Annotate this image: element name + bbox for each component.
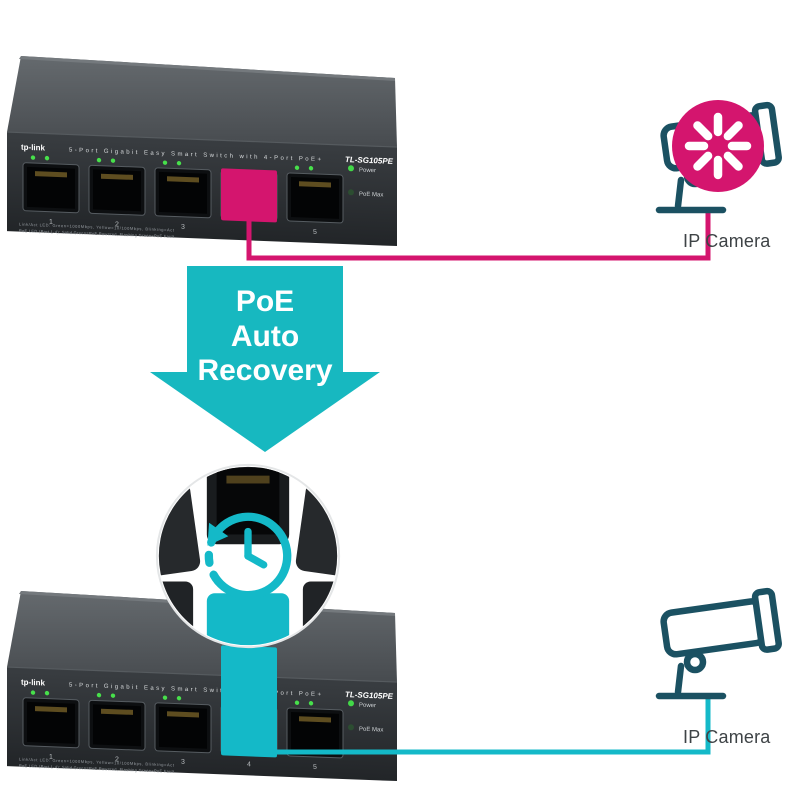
ethernet-port-3 xyxy=(154,167,212,219)
port-number-label: 5 xyxy=(313,764,317,771)
ethernet-port-2 xyxy=(88,164,146,216)
ip-camera-icon-top xyxy=(655,100,782,214)
ip-camera-label-bottom: IP Camera xyxy=(683,727,771,747)
port-number-label: 1 xyxy=(49,219,53,226)
ethernet-port-3 xyxy=(154,702,212,754)
auto-recovery-badge xyxy=(155,463,341,649)
camera-detail-dot xyxy=(683,650,707,674)
poe-max-label: PoE Max xyxy=(359,192,383,199)
switch-smallprint-1: Link/Act LED: Green=1000Mbps, Yellow=10/… xyxy=(19,222,175,233)
magnified-recovery-cover xyxy=(206,593,290,646)
port-number-label: 3 xyxy=(181,224,185,231)
port-link-leds xyxy=(30,690,314,706)
ip-camera-icon-bottom xyxy=(655,587,782,700)
switch-smallprint-2: PoE LED (Port 1-4): Solid Green=PoE Powe… xyxy=(19,763,175,774)
poe-cable-teal xyxy=(246,698,711,755)
camera-mount-post xyxy=(674,662,685,696)
switch-model: TL-SG105PE xyxy=(345,155,394,166)
power-led xyxy=(348,700,354,707)
switch-back-edge xyxy=(19,56,395,81)
switch-top-face xyxy=(7,56,397,147)
ethernet-port-1 xyxy=(22,697,80,749)
error-status-circle xyxy=(672,100,764,192)
camera-body xyxy=(660,598,768,658)
power-label: Power xyxy=(359,168,376,175)
ethernet-port-5 xyxy=(286,707,344,759)
port-number-label: 4 xyxy=(247,761,251,768)
network-switch-top: tp-link 5-Port Gigabit Easy Smart Switch… xyxy=(7,56,397,247)
poe-max-label: PoE Max xyxy=(359,727,383,734)
port-number-label: 2 xyxy=(115,221,119,228)
port-number-label: 1 xyxy=(49,754,53,761)
switch-smallprint-1: Link/Act LED: Green=1000Mbps, Yellow=10/… xyxy=(19,757,175,768)
switch-brand: tp-link xyxy=(21,678,46,688)
port-4-error-cover xyxy=(221,168,277,223)
poe-max-led xyxy=(348,724,354,731)
switch-model: TL-SG105PE xyxy=(345,690,394,701)
power-label: Power xyxy=(359,703,376,710)
arrow-text-line3: Recovery xyxy=(197,354,332,387)
switch-brand: tp-link xyxy=(21,143,46,153)
port-number-label: 2 xyxy=(115,756,119,763)
arrow-text-line1: PoE xyxy=(236,285,294,318)
loading-spinner-icon xyxy=(684,112,752,180)
recovery-clock-icon xyxy=(204,512,292,600)
port-number-label: 3 xyxy=(181,759,185,766)
poe-auto-recovery-arrow: PoE Auto Recovery xyxy=(150,266,380,452)
network-switch-bottom: tp-link 5-Port Gigabit Easy Smart Switch… xyxy=(7,591,397,782)
ethernet-port-1 xyxy=(22,162,80,214)
arrow-text-line2: Auto xyxy=(231,320,299,353)
camera-lens xyxy=(751,587,782,653)
port-link-leds xyxy=(30,155,314,171)
port-number-label: 5 xyxy=(313,229,317,236)
switch-smallprint-2: PoE LED (Port 1-4): Solid Green=PoE Powe… xyxy=(19,228,175,239)
camera-mount-post xyxy=(674,176,685,210)
power-led xyxy=(348,165,354,172)
port-4-recovery-cover xyxy=(221,645,277,758)
ethernet-port-5 xyxy=(286,172,344,224)
poe-cable-pink xyxy=(246,206,711,261)
ip-camera-label-top: IP Camera xyxy=(683,231,771,251)
poe-max-led xyxy=(348,189,354,196)
ethernet-port-2 xyxy=(88,699,146,751)
